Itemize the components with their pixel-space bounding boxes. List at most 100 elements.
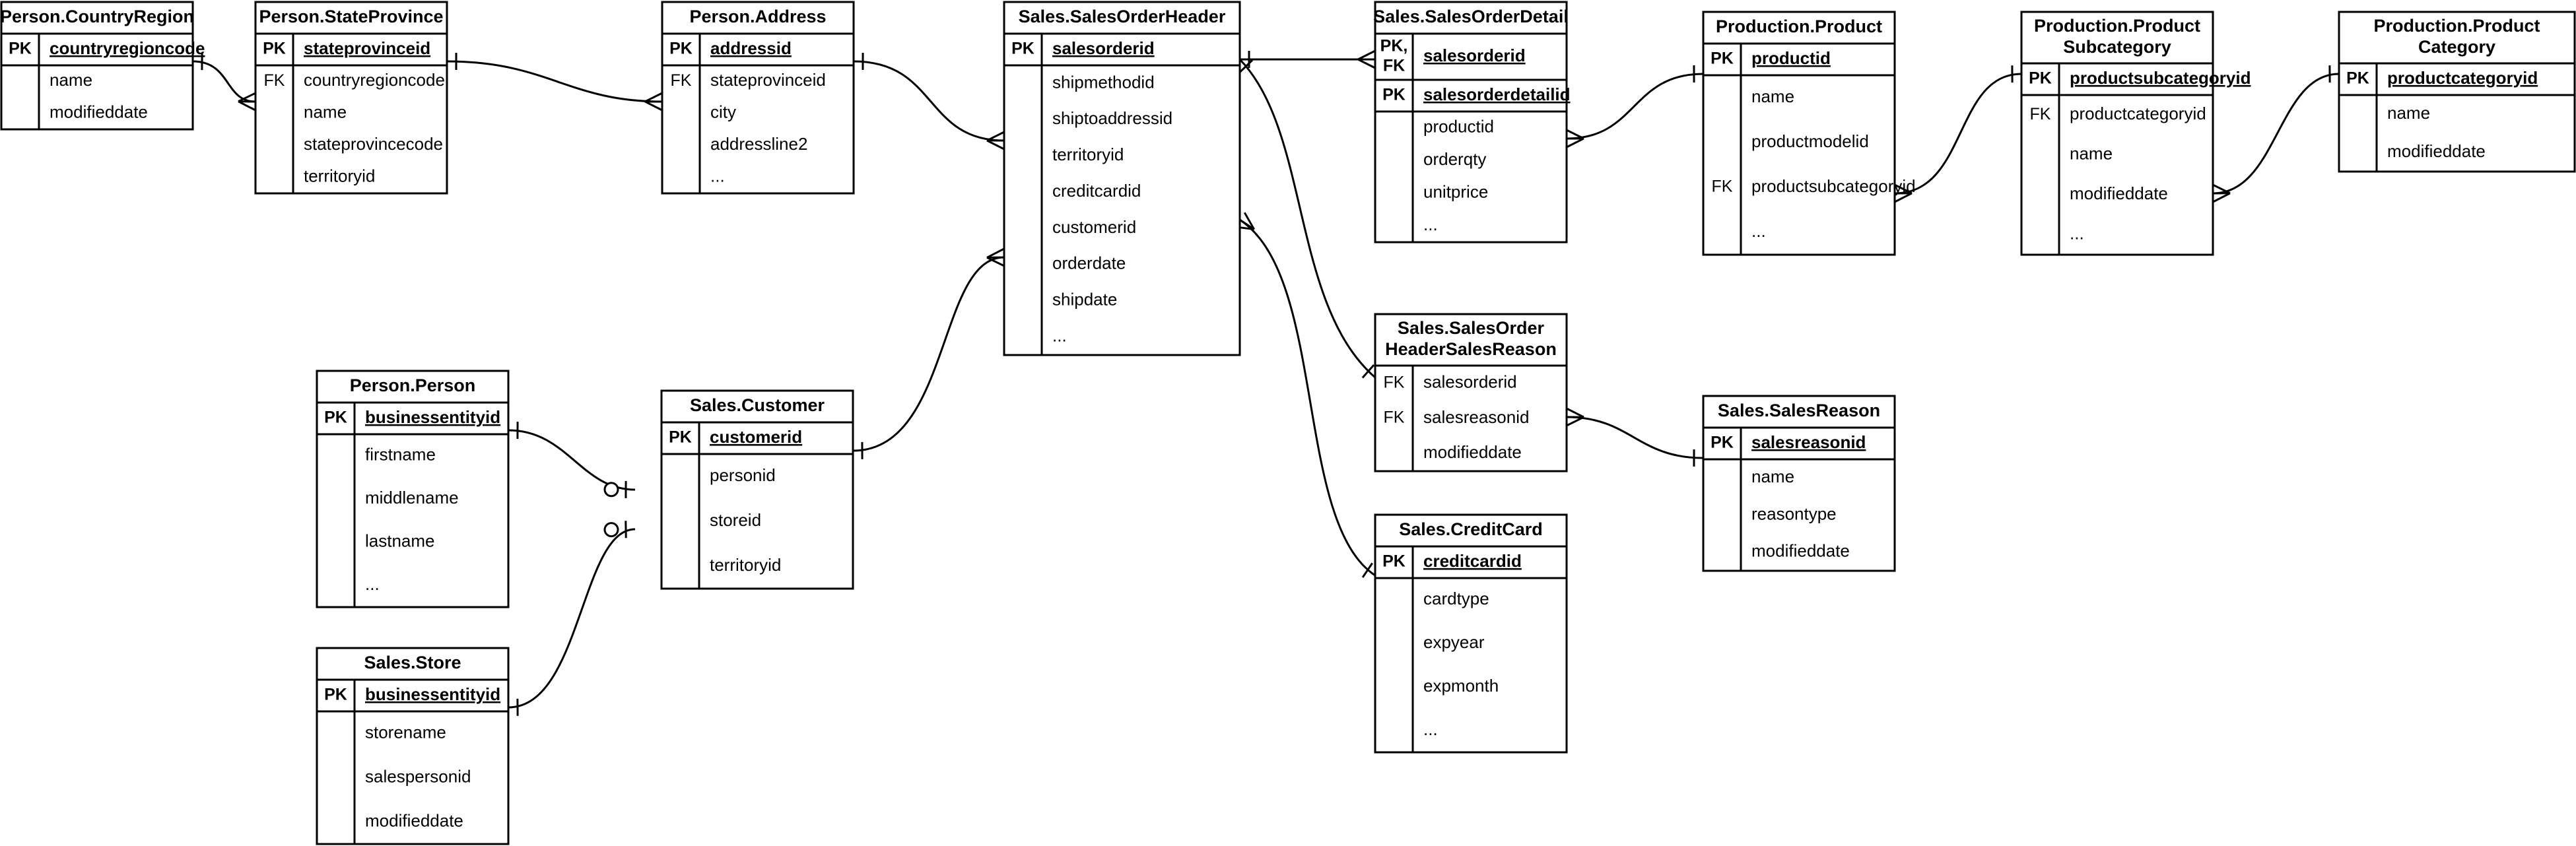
relationship-connector[interactable] bbox=[192, 60, 256, 103]
attribute-primary-key[interactable]: businessentityid bbox=[365, 407, 500, 427]
attribute-field[interactable]: salesorderid bbox=[1423, 372, 1517, 392]
entity-box[interactable] bbox=[2338, 11, 2576, 173]
relationship-rel-store-customer[interactable] bbox=[508, 521, 636, 716]
entity-box[interactable] bbox=[1374, 313, 1568, 472]
attribute-field[interactable]: modifieddate bbox=[1423, 442, 1522, 462]
attribute-field[interactable]: name bbox=[1751, 86, 1794, 106]
entity-box[interactable] bbox=[1374, 1, 1568, 244]
relationship-rel-productsubcategory-productcategory[interactable] bbox=[2212, 65, 2340, 203]
attribute-field[interactable]: stateprovinceid bbox=[710, 70, 826, 90]
attribute-primary-key[interactable]: productsubcategoryid bbox=[2070, 68, 2251, 88]
entity-box[interactable] bbox=[1702, 11, 1896, 256]
attribute-ellipsis[interactable]: ... bbox=[2070, 224, 2084, 244]
relationship-connector[interactable] bbox=[1238, 58, 1376, 379]
attribute-field[interactable]: city bbox=[710, 102, 736, 122]
relationship-connector[interactable] bbox=[853, 60, 1005, 142]
relationship-connector[interactable] bbox=[1566, 416, 1704, 459]
attribute-field[interactable]: modifieddate bbox=[2070, 183, 2168, 203]
attribute-ellipsis[interactable]: ... bbox=[1423, 719, 1438, 739]
entity-box[interactable] bbox=[660, 389, 854, 590]
attribute-field[interactable]: unitprice bbox=[1423, 182, 1488, 202]
relationship-connector[interactable] bbox=[508, 429, 636, 491]
relationship-connector[interactable] bbox=[1566, 73, 1704, 140]
attribute-field[interactable]: territoryid bbox=[710, 555, 781, 575]
attribute-field[interactable]: expyear bbox=[1423, 632, 1485, 652]
relationship-rel-stateprovince-address[interactable] bbox=[446, 53, 663, 112]
attribute-field[interactable]: name bbox=[2070, 144, 2113, 164]
relationship-connector[interactable] bbox=[508, 528, 636, 709]
attribute-field[interactable]: modifieddate bbox=[1751, 541, 1850, 561]
attribute-ellipsis[interactable]: ... bbox=[1052, 325, 1067, 345]
attribute-field[interactable]: creditcardid bbox=[1052, 181, 1141, 201]
entity-box[interactable] bbox=[1702, 395, 1896, 572]
attribute-field[interactable]: shiptoaddressid bbox=[1052, 108, 1172, 128]
entity-box[interactable] bbox=[316, 370, 510, 608]
attribute-field[interactable]: firstname bbox=[365, 445, 436, 465]
attribute-field[interactable]: salesreasonid bbox=[1423, 407, 1529, 427]
attribute-field[interactable]: storeid bbox=[710, 510, 761, 530]
attribute-field[interactable]: territoryid bbox=[304, 166, 375, 186]
attribute-primary-key[interactable]: stateprovinceid bbox=[304, 38, 430, 58]
attribute-field[interactable]: lastname bbox=[365, 531, 435, 551]
attribute-field[interactable]: addressline2 bbox=[710, 134, 807, 154]
attribute-field[interactable]: personid bbox=[710, 465, 776, 485]
relationship-connector[interactable] bbox=[446, 60, 663, 103]
attribute-primary-key[interactable]: salesorderid bbox=[1052, 38, 1155, 58]
attribute-primary-key[interactable]: salesorderid bbox=[1423, 46, 1526, 65]
attribute-ellipsis[interactable]: ... bbox=[710, 166, 725, 186]
relationship-rel-person-customer[interactable] bbox=[508, 422, 636, 498]
attribute-ellipsis[interactable]: ... bbox=[365, 574, 380, 594]
relationship-rel-salesorderdetail-product[interactable] bbox=[1566, 65, 1704, 148]
relationship-connector[interactable] bbox=[852, 256, 1005, 452]
attribute-field[interactable]: productid bbox=[1423, 117, 1494, 137]
attribute-field[interactable]: orderqty bbox=[1423, 149, 1486, 169]
attribute-primary-key[interactable]: customerid bbox=[710, 427, 802, 447]
relationship-connector[interactable] bbox=[1894, 73, 2022, 195]
relationship-connector[interactable] bbox=[1239, 218, 1376, 577]
attribute-field[interactable]: territoryid bbox=[1052, 145, 1124, 164]
entity-box[interactable] bbox=[2020, 11, 2214, 256]
relationship-connector[interactable] bbox=[2212, 73, 2340, 195]
attribute-field[interactable]: salespersonid bbox=[365, 766, 471, 786]
attribute-primary-key[interactable]: businessentityid bbox=[365, 684, 500, 704]
attribute-field[interactable]: modifieddate bbox=[2387, 141, 2486, 161]
attribute-field[interactable]: reasontype bbox=[1751, 504, 1837, 523]
entity-box[interactable] bbox=[254, 1, 448, 195]
attribute-field[interactable]: shipmethodid bbox=[1052, 72, 1155, 92]
attribute-primary-key[interactable]: productid bbox=[1751, 48, 1831, 68]
attribute-field[interactable]: productsubcategoryid bbox=[1751, 176, 1916, 196]
entity-sales_salesorderdetail[interactable]: Sales.SalesOrderDetailPK,FKsalesorderidP… bbox=[1373, 1, 1571, 244]
attribute-field[interactable]: storename bbox=[365, 722, 446, 742]
attribute-field[interactable]: expmonth bbox=[1423, 676, 1499, 696]
attribute-field[interactable]: modifieddate bbox=[365, 810, 463, 830]
attribute-field[interactable]: countryregioncode bbox=[304, 70, 445, 90]
relationship-rel-salesorderheader-salesorderdetail[interactable] bbox=[1240, 49, 1376, 69]
attribute-primary-key[interactable]: salesreasonid bbox=[1751, 432, 1866, 452]
entity-box[interactable] bbox=[661, 1, 855, 195]
entity-box[interactable] bbox=[1003, 1, 1241, 356]
attribute-field[interactable]: name bbox=[1751, 467, 1794, 486]
relationship-rel-salesorderheader-salesreasonlink[interactable] bbox=[1238, 58, 1376, 379]
attribute-ellipsis[interactable]: ... bbox=[1423, 214, 1438, 234]
attribute-ellipsis[interactable]: ... bbox=[1751, 221, 1766, 241]
attribute-field[interactable]: productmodelid bbox=[1751, 131, 1869, 151]
attribute-primary-key[interactable]: addressid bbox=[710, 38, 792, 58]
attribute-field[interactable]: name bbox=[304, 102, 347, 122]
relationship-rel-address-salesorderheader[interactable] bbox=[853, 53, 1005, 150]
attribute-field[interactable]: middlename bbox=[365, 488, 459, 507]
attribute-field[interactable]: orderdate bbox=[1052, 253, 1126, 273]
attribute-primary-key[interactable]: salesorderdetailid bbox=[1423, 84, 1571, 104]
relationship-rel-countryregion-stateprovince[interactable] bbox=[192, 53, 256, 112]
